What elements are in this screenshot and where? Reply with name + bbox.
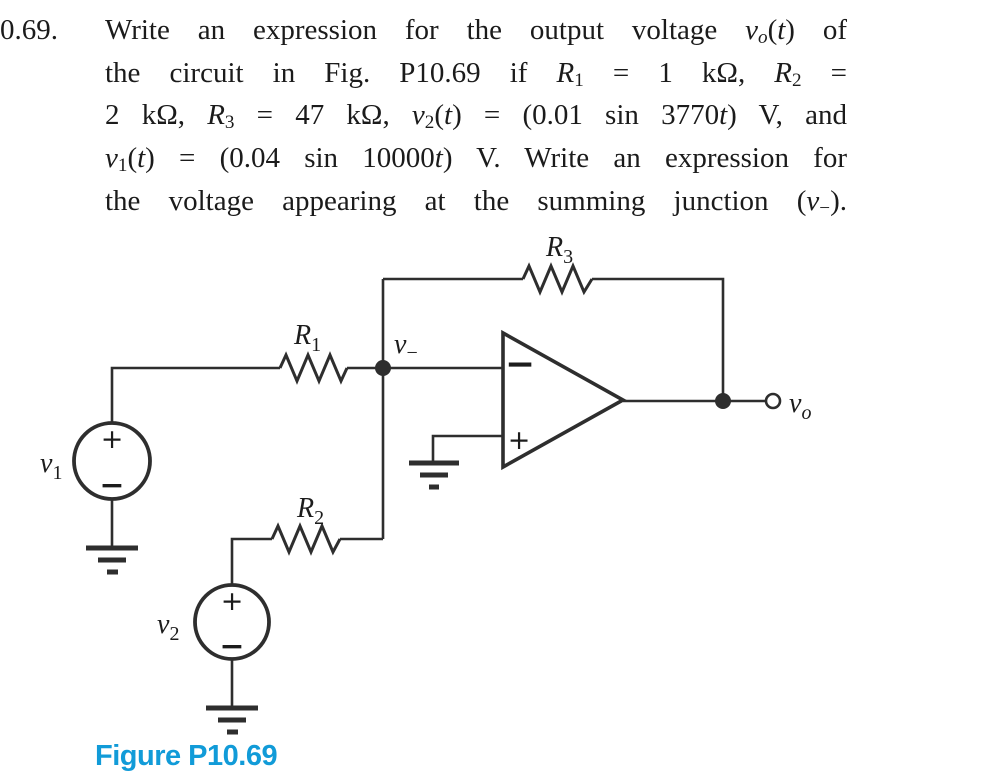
text-run: ) = (0.04 sin 10000 xyxy=(145,142,435,175)
output-node xyxy=(715,393,731,409)
text-run: ( xyxy=(127,142,138,175)
text-run: 3 xyxy=(224,112,235,134)
opamp-inverting-sign: − xyxy=(505,344,535,385)
text-run: v xyxy=(105,142,118,175)
problem-line-4: v1(t) = (0.04 sin 10000t) V. Write an ex… xyxy=(105,137,847,180)
text-run: 1 xyxy=(574,69,584,91)
v1-plus-sign: + xyxy=(101,424,124,455)
resistor-r3 xyxy=(521,262,594,296)
noninverting-input-wire xyxy=(431,434,503,461)
text-run: = 47 kΩ, xyxy=(234,99,412,132)
summing-junction-node xyxy=(375,360,391,376)
v2-label: v2 xyxy=(157,609,179,645)
text-run: v xyxy=(745,14,758,46)
text-run: 1 xyxy=(117,154,128,176)
text-run: Write an expression for the output volta… xyxy=(105,14,746,46)
v1-minus-sign: − xyxy=(99,468,124,503)
vout-label: vo xyxy=(789,388,811,424)
problem-number: 0.69. xyxy=(0,14,58,46)
text-run: ( xyxy=(434,99,444,132)
text-run: t xyxy=(444,99,453,132)
text-run: = xyxy=(801,56,847,89)
text-run: v xyxy=(411,99,425,132)
problem-line-1: Write an expression for the output volta… xyxy=(105,9,847,52)
feedback-right-wire xyxy=(592,277,725,401)
text-run: t xyxy=(719,99,728,132)
text-run: ( xyxy=(767,14,778,46)
text-run: o xyxy=(758,26,768,48)
text-run: t xyxy=(434,142,443,175)
ground-symbol-opamp xyxy=(409,460,459,490)
v2-minus-sign: − xyxy=(219,629,244,664)
problem-statement: 0.69. Write an expression for the output… xyxy=(0,9,847,222)
text-run: ) V. Write an expression for xyxy=(442,142,847,175)
text-run: − xyxy=(819,197,831,219)
text-run: R xyxy=(556,56,575,89)
text-run: = 1 kΩ, xyxy=(583,56,775,89)
text-run: the voltage appearing at the summing jun… xyxy=(105,184,807,217)
text-run: the circuit in Fig. P10.69 if xyxy=(105,56,557,89)
opamp-triangle xyxy=(501,329,627,471)
text-run: ) of xyxy=(785,14,847,46)
text-run: ). xyxy=(830,184,847,217)
text-run: 2 kΩ, xyxy=(105,99,208,132)
text-run: 2 xyxy=(424,112,435,134)
text-run: t xyxy=(137,142,146,175)
ground-symbol-v2 xyxy=(206,705,258,735)
problem-line-2: the circuit in Fig. P10.69 if R1 = 1 kΩ,… xyxy=(105,52,847,95)
v2-plus-sign: + xyxy=(221,586,244,617)
resistor-r2 xyxy=(270,522,342,556)
figure-caption: Figure P10.69 xyxy=(95,740,278,772)
ground-symbol-v1 xyxy=(86,545,138,575)
text-run: ) V, and xyxy=(727,99,847,132)
v1-top-wire xyxy=(110,366,280,423)
problem-text: Write an expression for the output volta… xyxy=(105,9,847,222)
circuit-diagram: − + + − + − R1 R2 R3 v1 v2 v− vo xyxy=(40,232,811,735)
text-run: R xyxy=(207,99,225,132)
text-run: R xyxy=(774,56,792,89)
text-run: v xyxy=(806,184,820,217)
problem-line-3: 2 kΩ, R3 = 47 kΩ, v2(t) = (0.01 sin 3770… xyxy=(105,94,847,137)
r2-label: R2 xyxy=(296,493,324,529)
text-run: 2 xyxy=(791,69,802,91)
r1-label: R1 xyxy=(293,320,321,356)
text-run: ) = (0.01 sin 3770 xyxy=(452,99,720,132)
v1-label: v1 xyxy=(40,448,62,484)
resistor-r1 xyxy=(278,351,349,385)
summing-junction-label: v− xyxy=(394,329,418,364)
v2-top-wire xyxy=(230,537,272,585)
output-terminal xyxy=(764,392,782,410)
opamp-noninverting-sign: + xyxy=(508,425,531,456)
text-run: t xyxy=(777,14,786,46)
problem-line-5: the voltage appearing at the summing jun… xyxy=(105,180,847,223)
r3-label: R3 xyxy=(545,232,573,268)
